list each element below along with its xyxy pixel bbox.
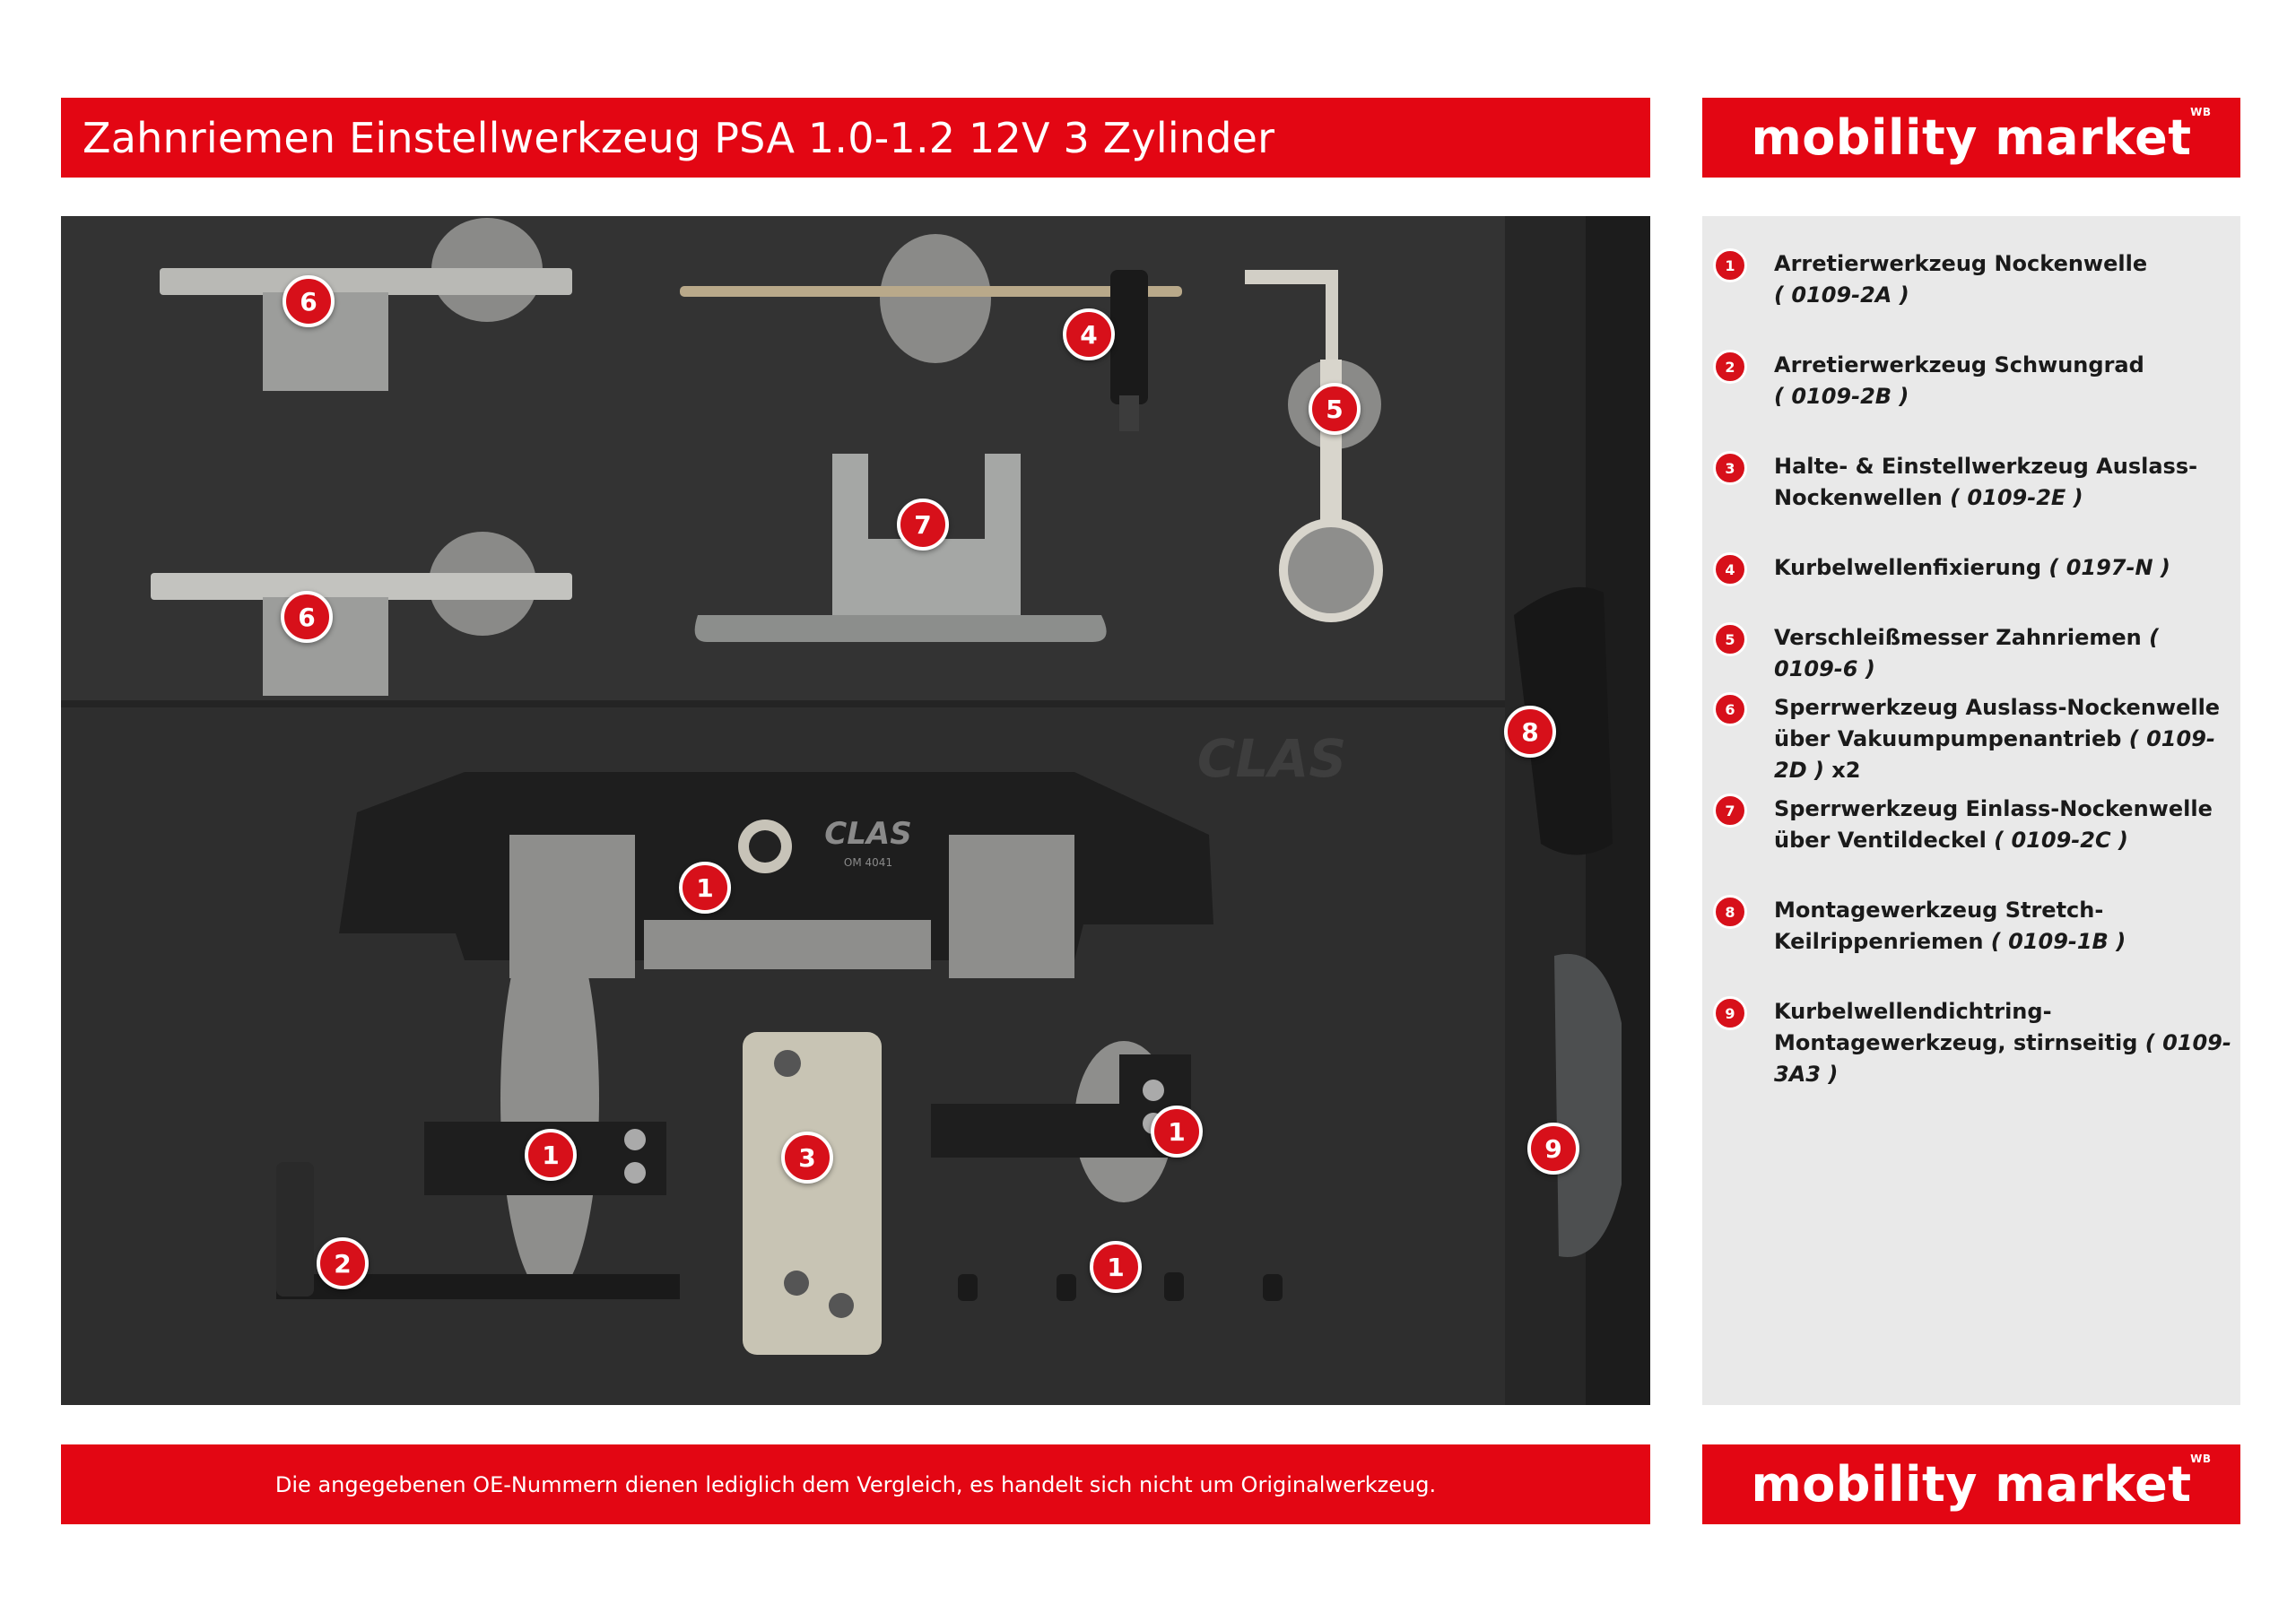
legend-text: Verschleißmesser Zahnriemen ( 0109-6 ) (1774, 622, 2231, 685)
marker-1-left: 1 (525, 1129, 577, 1181)
marker-1-right: 1 (1151, 1106, 1203, 1158)
legend-text: Sperrwerkzeug Auslass-Nockenwelle über V… (1774, 692, 2231, 786)
legend-text: Montagewerkzeug Stretch-Keilrippenriemen… (1774, 895, 2231, 958)
marker-1-pins: 1 (1090, 1241, 1142, 1293)
tool-case-illustration: CLAS CLAS OM 4041 (61, 216, 1650, 1405)
legend-number: 8 (1713, 895, 1747, 929)
legend-name: Arretierwerkzeug Schwungrad (1774, 352, 2144, 377)
legend-oe-number: ( 0109-6 ) (1774, 625, 2160, 681)
legend-name: Kurbelwellendichtring-Montagewerkzeug, s… (1774, 999, 2138, 1055)
marker-6-lower: 6 (281, 591, 333, 643)
legend-oe-number: ( 0109-3A3 ) (1774, 1030, 2231, 1087)
tool-imprint: CLAS (824, 816, 911, 852)
legend-number: 2 (1713, 350, 1747, 384)
marker-3: 3 (781, 1132, 833, 1184)
legend-name: Halte- & Einstellwerkzeug Auslass-Nocken… (1774, 454, 2198, 510)
legend-oe-number: ( 0109-2C ) (1994, 828, 2128, 853)
tool-case-photo: CLAS CLAS OM 4041 (61, 216, 1650, 1405)
legend-text: Sperrwerkzeug Einlass-Nockenwelle über V… (1774, 794, 2231, 856)
legend-quantity: x2 (1823, 758, 1861, 783)
legend-name: Verschleißmesser Zahnriemen (1774, 625, 2142, 650)
disclaimer-note: Die angegebenen OE-Nummern dienen ledigl… (274, 1471, 1437, 1497)
legend-oe-number: ( 0109-2A ) (1774, 282, 1909, 308)
marker-6-upper: 6 (283, 275, 335, 327)
legend-oe-number: ( 0109-1B ) (1990, 929, 2126, 954)
legend-oe-number: ( 0109-2D ) (1774, 726, 2215, 783)
legend-name: Kurbelwellenfixierung (1774, 555, 2042, 580)
marker-7: 7 (897, 499, 949, 551)
legend-number: 9 (1713, 996, 1747, 1030)
brand-imprint: CLAS (1197, 728, 1346, 789)
marker-8: 8 (1504, 706, 1556, 758)
legend-number: 6 (1713, 692, 1747, 726)
legend-name: Sperrwerkzeug Auslass-Nockenwelle über V… (1774, 695, 2221, 751)
brand-mark: WB (2190, 106, 2212, 118)
legend-number: 1 (1713, 248, 1747, 282)
legend-name: Arretierwerkzeug Nockenwelle (1774, 251, 2148, 276)
legend-text: Halte- & Einstellwerkzeug Auslass-Nocken… (1774, 451, 2231, 514)
legend-number: 3 (1713, 451, 1747, 485)
legend-oe-number: ( 0197-N ) (2048, 555, 2170, 580)
legend-number: 5 (1713, 622, 1747, 656)
legend-text: Arretierwerkzeug Schwungrad ( 0109-2B ) (1774, 350, 2231, 412)
legend-oe-number: ( 0109-2E ) (1950, 485, 2083, 510)
brand-mark: WB (2190, 1453, 2212, 1465)
legend-number: 7 (1713, 794, 1747, 828)
legend-text: Kurbelwellenfixierung ( 0197-N ) (1774, 552, 2231, 584)
legend-name: Sperrwerkzeug Einlass-Nockenwelle über V… (1774, 796, 2213, 853)
footer-bar: Die angegebenen OE-Nummern dienen ledigl… (61, 1444, 1650, 1524)
legend-number: 4 (1713, 552, 1747, 586)
marker-4: 4 (1063, 308, 1115, 360)
legend-panel: 1 Arretierwerkzeug Nockenwelle ( 0109-2A… (1702, 216, 2240, 1405)
page-title: Zahnriemen Einstellwerkzeug PSA 1.0-1.2 … (83, 113, 1275, 162)
legend-name: Montagewerkzeug Stretch-Keilrippenriemen (1774, 898, 2104, 954)
legend-text: Kurbelwellendichtring-Montagewerkzeug, s… (1774, 996, 2231, 1090)
legend-text: Arretierwerkzeug Nockenwelle ( 0109-2A ) (1774, 248, 2231, 311)
marker-9: 9 (1527, 1123, 1579, 1175)
brand-name: mobility market (1751, 109, 2192, 166)
title-bar: Zahnriemen Einstellwerkzeug PSA 1.0-1.2 … (61, 98, 1650, 178)
legend-oe-number: ( 0109-2B ) (1774, 384, 1909, 409)
brand-name: mobility market (1751, 1456, 2192, 1513)
marker-5: 5 (1309, 383, 1361, 435)
marker-2: 2 (317, 1237, 369, 1289)
marker-1-main: 1 (679, 862, 731, 914)
tool-code: OM 4041 (844, 856, 892, 869)
